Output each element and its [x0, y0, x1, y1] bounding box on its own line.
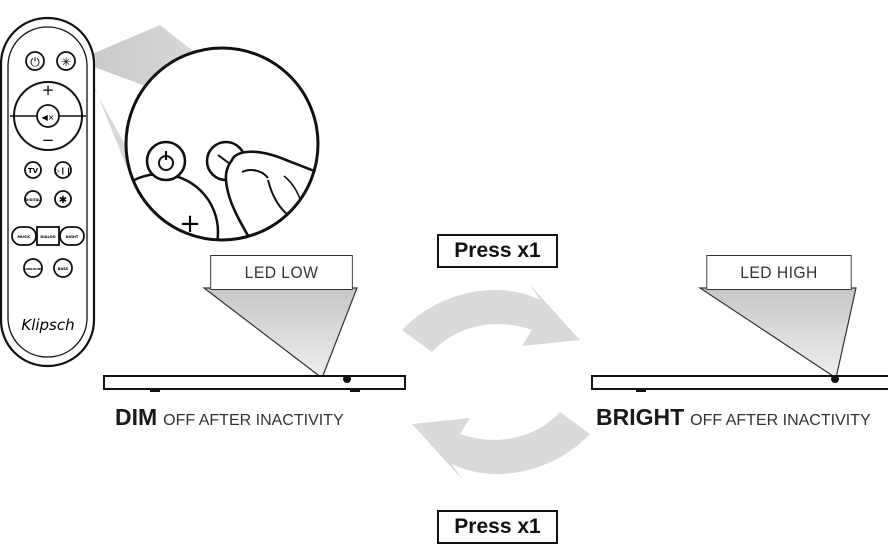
play-pause-icon: ▷❙❙: [54, 167, 71, 175]
press-top-label: Press x1: [437, 234, 558, 268]
tv-label: TV: [28, 167, 39, 175]
bright-mode-title: BRIGHT: [596, 404, 685, 430]
soundbar-dim: [103, 375, 406, 392]
led-low-text: LED LOW: [244, 262, 319, 282]
arrow-bright-to-dim: [412, 412, 590, 479]
remote-mute-button[interactable]: [36, 104, 60, 128]
led-beam-dim: [202, 287, 358, 379]
led-low-label: LED LOW: [210, 255, 353, 290]
led-high-label: LED HIGH: [706, 255, 852, 290]
remote-power-button[interactable]: [25, 51, 45, 71]
remote-light-button[interactable]: [56, 51, 76, 71]
remote-music-button[interactable]: [11, 226, 37, 246]
led-beam-bright: [698, 287, 857, 379]
digital-label: DIGITAL: [26, 198, 42, 202]
remote-bass-button[interactable]: [53, 258, 73, 278]
remote-control: [0, 16, 96, 368]
zoom-power-button: [145, 140, 187, 182]
bluetooth-icon: ✱: [59, 195, 67, 206]
surround-label: SURROUND: [23, 267, 43, 271]
arrow-dim-to-bright: [402, 285, 580, 352]
remote-bluetooth-button[interactable]: [54, 190, 72, 208]
finger-icon: [224, 150, 318, 240]
mute-icon: ◀×: [42, 113, 55, 122]
bright-detail: OFF AFTER INACTIVITY: [690, 412, 871, 429]
remote-night-button[interactable]: [59, 226, 85, 246]
volume-down-button[interactable]: −: [42, 131, 55, 149]
music-label: MUSIC: [17, 235, 30, 239]
dim-detail: OFF AFTER INACTIVITY: [163, 412, 344, 429]
remote-play-pause-button[interactable]: [54, 161, 72, 179]
remote-digital-button[interactable]: [24, 190, 42, 208]
bright-led-indicator: [831, 375, 839, 383]
dim-mode-title: DIM: [115, 404, 158, 430]
press-top-text: Press x1: [454, 239, 541, 262]
bright-caption: BRIGHT OFF AFTER INACTIVITY: [596, 404, 871, 431]
bass-label: BASS: [58, 267, 69, 271]
light-icon: ✳: [61, 55, 71, 69]
press-bottom-text: Press x1: [454, 515, 541, 538]
dim-caption: DIM OFF AFTER INACTIVITY: [115, 404, 344, 431]
klipsch-logo: Klipsch: [21, 316, 74, 334]
night-label: NIGHT: [66, 235, 79, 239]
dialog-label: DIALOG: [40, 235, 55, 239]
remote-dialog-button[interactable]: [36, 226, 60, 246]
power-icon: ⏻: [30, 55, 40, 69]
remote-tv-button[interactable]: [24, 161, 42, 179]
soundbar-bright: [591, 375, 888, 392]
led-high-text: LED HIGH: [740, 262, 818, 282]
remote-surround-button[interactable]: [23, 258, 43, 278]
dim-led-indicator: [343, 375, 351, 383]
press-bottom-label: Press x1: [437, 510, 558, 544]
volume-up-button[interactable]: +: [42, 81, 55, 99]
